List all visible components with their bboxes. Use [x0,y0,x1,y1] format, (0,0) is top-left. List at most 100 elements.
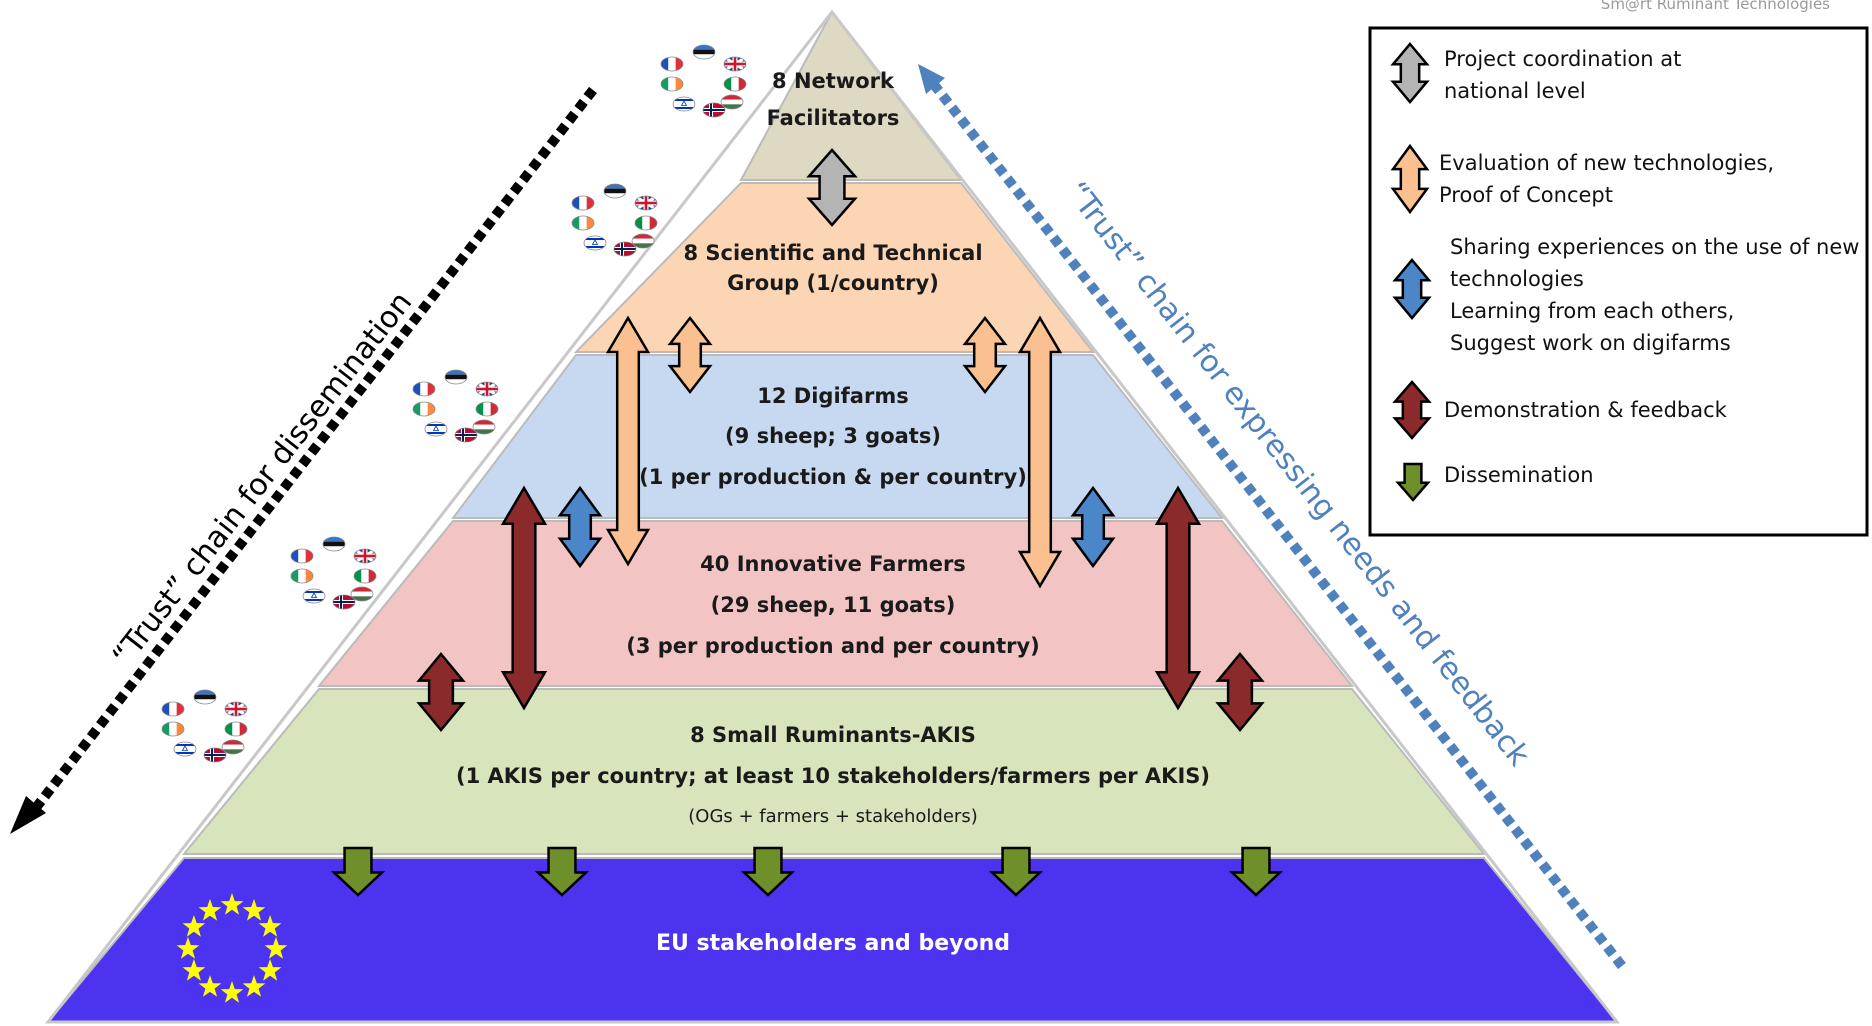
dissemination-arrowhead-icon [10,796,46,834]
legend-dissemination-arrow-icon [1395,462,1431,502]
sharing-arrow-icon [557,485,603,569]
network-title: 8 Network [772,69,895,93]
legend-evaluation-arrow-icon [1390,143,1430,215]
scientific-subtitle: Group (1/country) [727,271,939,295]
eu-star-icon [182,959,206,981]
flag-icon [322,536,346,552]
legend-icons [1390,42,1432,502]
flag-icon [290,548,314,564]
flag-icon [350,586,374,602]
eu-title: EU stakeholders and beyond [656,931,1010,956]
flag-icon [302,588,326,604]
flag-icon [173,741,197,757]
flag-icon [332,594,356,610]
flag-icon [634,195,658,211]
farmers-detail: (29 sheep, 11 goats) [711,593,956,617]
legend-sharing-line1: Sharing experiences on the use of new [1450,235,1859,259]
header-text: Sm@rt Ruminant Technologies [1601,0,1830,13]
flag-icon [221,739,245,755]
demonstration-arrow-icon [1154,485,1202,711]
eu-stars-icon [176,893,288,1003]
flag-icon [723,56,747,72]
flag-icon [475,381,499,397]
evaluation-arrow-icon [605,315,651,567]
flag-icon [353,548,377,564]
eu-star-icon [242,898,266,921]
legend-coordination-arrow-icon [1390,42,1430,104]
flag-icon [603,183,627,199]
legend-sharing-line3: Learning from each others, [1450,299,1734,323]
legend-sharing-line4: Suggest work on digifarms [1450,331,1731,355]
farmers-title: 40 Innovative Farmers [700,552,966,576]
dissemination-arrow-icon [534,846,590,897]
legend-dissemination-line1: Dissemination [1444,463,1594,487]
flag-icon [720,94,744,110]
flag-icon [161,721,185,737]
flag-icon [161,701,185,717]
legend-box [1368,26,1869,537]
eu-star-icon [220,981,244,1003]
flag-icon [203,747,227,763]
flag-icon [290,568,314,584]
arrows-layer [330,148,1284,897]
level-akis-band [181,688,1487,855]
level-labels: 8 Network Facilitators 8 Scientific and … [456,69,1210,956]
eu-star-icon [198,898,222,921]
eu-star-icon [258,915,282,937]
dissemination-arrow-icon [1228,846,1284,897]
flag-icon [412,381,436,397]
evaluation-arrow-icon [667,315,713,395]
flag-icon [193,689,217,705]
flag-icon [634,215,658,231]
pyramid-outline [44,9,1621,1024]
flags-layer [161,44,747,763]
feedback-arrowhead-icon [918,64,945,94]
eu-star-icon [220,893,244,915]
digifarms-note: (1 per production & per country) [639,465,1027,489]
flag-icon [475,401,499,417]
legend-evaluation-line1: Evaluation of new technologies, [1439,151,1774,175]
farmers-note: (3 per production and per country) [626,634,1040,658]
flag-icon [631,233,655,249]
coordination-arrow-icon [806,148,858,227]
dissemination-chain-label: “Trust” chain for dissemination [106,285,419,672]
digifarms-detail: (9 sheep; 3 goats) [725,424,941,448]
flag-icon [571,215,595,231]
flag-icon [672,96,696,112]
dissemination-arrow-icon [740,846,796,897]
scientific-title: 8 Scientific and Technical [683,241,982,265]
eu-star-icon [264,937,288,959]
eu-star-icon [258,959,282,981]
flag-icon [454,427,478,443]
flag-icon [571,195,595,211]
flag-icon [472,419,496,435]
dissemination-arrow-icon [330,846,386,897]
flag-icon [660,56,684,72]
legend-evaluation-line2: Proof of Concept [1439,183,1613,207]
demonstration-arrow-icon [1215,652,1265,732]
flag-icon [224,701,248,717]
legend-sharing-arrow-icon [1392,258,1432,320]
flag-icon [353,568,377,584]
evaluation-arrow-icon [962,315,1008,395]
flag-icon [613,241,637,257]
flag-icon [583,235,607,251]
akis-title: 8 Small Ruminants-AKIS [690,723,976,747]
eu-star-icon [198,975,222,997]
flag-icon [424,421,448,437]
eu-star-icon [242,975,266,997]
demonstration-arrow-icon [416,652,466,732]
eu-star-icon [182,915,206,937]
digifarms-title: 12 Digifarms [757,384,908,408]
flag-icon [660,76,684,92]
legend: Project coordination at national level E… [1368,26,1869,537]
flag-icon [444,369,468,385]
akis-note: (OGs + farmers + stakeholders) [688,806,977,827]
legend-sharing-line2: technologies [1450,267,1584,291]
legend-coordination-line2: national level [1444,79,1586,103]
flag-icon [692,44,716,60]
legend-demonstration-line1: Demonstration & feedback [1444,398,1728,422]
network-subtitle: Facilitators [767,106,900,130]
